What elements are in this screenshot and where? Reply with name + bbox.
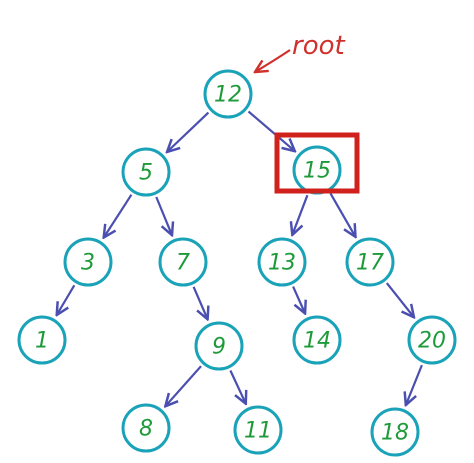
node-circle	[17, 315, 67, 365]
node-label: 7	[176, 251, 190, 276]
tree-node-8: 8	[121, 403, 171, 453]
tree-node-15: 15	[292, 145, 342, 195]
tree-node-20: 20	[407, 315, 457, 365]
tree-node-5: 5	[121, 147, 171, 197]
tree-node-17: 17	[345, 237, 395, 287]
node-label: 18	[381, 421, 409, 446]
node-circle	[407, 315, 457, 365]
node-label: 11	[244, 419, 272, 444]
tree-node-11: 11	[233, 405, 283, 455]
edge-n17-n20	[385, 282, 414, 317]
edge-n7-n9	[192, 286, 208, 320]
tree-node-14: 14	[292, 315, 342, 365]
edge-n15-n13	[292, 194, 309, 235]
node-circle	[370, 407, 420, 457]
tree-node-18: 18	[370, 407, 420, 457]
tree-node-1: 1	[17, 315, 67, 365]
node-circle	[121, 403, 171, 453]
edge-n20-n18	[406, 364, 423, 405]
node-circle	[257, 237, 307, 287]
root-annotation-label: root	[292, 31, 346, 61]
node-circle	[121, 147, 171, 197]
edge-n12-n15	[247, 110, 295, 152]
node-label: 1	[35, 329, 49, 354]
edges-layer	[57, 110, 423, 407]
node-circle	[345, 237, 395, 287]
nodes-layer: 12 5 15 3 7 13 17 1 9 14 20 8 11 18	[17, 69, 457, 457]
edge-n5-n7	[155, 196, 172, 235]
node-label: 12	[214, 83, 242, 108]
tree-node-3: 3	[63, 237, 113, 287]
node-label: 5	[139, 161, 153, 186]
edge-n5-n3	[104, 194, 133, 238]
edge-n12-n5	[167, 111, 210, 152]
tree-node-7: 7	[158, 237, 208, 287]
node-circle	[292, 315, 342, 365]
node-circle	[194, 321, 244, 371]
edge-n9-n8	[165, 365, 202, 406]
highlight-box	[274, 132, 360, 194]
node-label: 9	[212, 335, 226, 360]
node-label: 17	[356, 251, 384, 276]
edge-n3-n1	[57, 284, 76, 315]
node-label: 13	[268, 251, 296, 276]
node-label: 15	[303, 159, 331, 184]
tree-node-12: 12	[203, 69, 253, 119]
node-circle	[203, 69, 253, 119]
edge-n15-n17	[329, 192, 356, 237]
edge-n9-n11	[229, 370, 245, 404]
node-circle	[158, 237, 208, 287]
node-circle	[63, 237, 113, 287]
tree-node-13: 13	[257, 237, 307, 287]
node-label: 14	[303, 329, 331, 354]
node-label: 20	[418, 329, 446, 354]
tree-node-9: 9	[194, 321, 244, 371]
root-annotation-arrow	[255, 49, 291, 72]
edge-n13-n14	[292, 286, 305, 314]
node-circle	[233, 405, 283, 455]
node-label: 8	[139, 417, 153, 442]
node-label: 3	[81, 251, 95, 276]
